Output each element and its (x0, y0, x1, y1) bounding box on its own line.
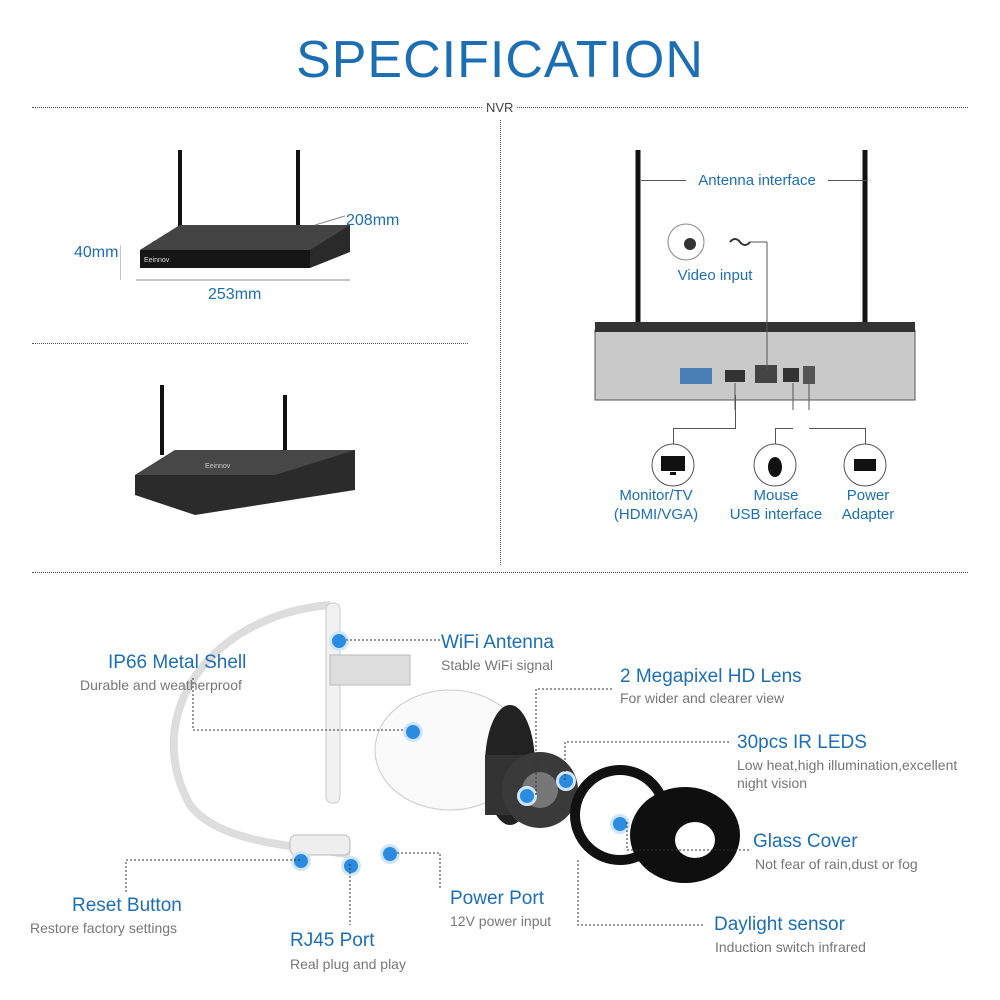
feature-hd-lens-title: 2 Megapixel HD Lens (620, 666, 802, 687)
power-port-marker (380, 844, 400, 864)
feature-power-port-sub: 12V power input (450, 913, 552, 929)
divider-vertical (500, 120, 501, 565)
feature-power-port-title: Power Port (450, 888, 544, 909)
wifi-antenna-marker (329, 631, 349, 651)
glass-cover-marker (610, 814, 630, 834)
dimension-height: 40mm (74, 244, 119, 261)
brand-logo: Eeinnov (144, 257, 170, 264)
feature-wifi-antenna-title: WiFi Antenna (441, 632, 554, 653)
feature-daylight-title: Daylight sensor (714, 914, 845, 935)
feature-metal-shell-sub: Durable and weatherproof (80, 677, 242, 693)
hd-lens-marker (517, 786, 537, 806)
label-mouse: Mouse USB interface (729, 487, 823, 523)
section-label-nvr: NVR (482, 100, 518, 115)
label-power-adapter: Power Adapter (841, 487, 895, 523)
label-antenna-interface: Antenna interface (698, 172, 816, 189)
dimension-width: 253mm (208, 286, 262, 303)
rj45-marker (341, 856, 361, 876)
metal-shell-marker (403, 722, 423, 742)
feature-metal-shell-title: IP66 Metal Shell (108, 652, 247, 673)
divider-left-mid (32, 343, 468, 344)
feature-rj45-sub: Real plug and play (290, 956, 406, 972)
dimension-depth: 208mm (346, 212, 400, 229)
label-video-input: Video input (677, 267, 753, 284)
label-monitor: Monitor/TV (HDMI/VGA) (613, 487, 699, 523)
feature-reset-title: Reset Button (72, 895, 182, 916)
feature-ir-leds-sub2: night vision (737, 775, 808, 791)
nvr-front-image: Eeinnov (120, 150, 350, 281)
feature-reset-sub: Restore factory settings (30, 920, 178, 936)
feature-glass-cover-title: Glass Cover (753, 831, 858, 852)
nvr-angled-image: Eeinnov (135, 385, 355, 515)
feature-wifi-antenna-sub: Stable WiFi signal (441, 657, 554, 673)
video-input-camera-icon (667, 223, 768, 370)
page-title: SPECIFICATION (296, 31, 704, 89)
feature-rj45-title: RJ45 Port (290, 930, 375, 951)
ir-leds-marker (556, 771, 576, 791)
feature-ir-leds-sub1: Low heat,high illumination,excellent (737, 757, 958, 773)
camera-exploded-image (169, 601, 740, 883)
feature-hd-lens-sub: For wider and clearer view (620, 690, 785, 706)
reset-button-marker (291, 851, 311, 871)
feature-glass-cover-sub: Not fear of rain,dust or fog (755, 856, 918, 872)
svg-text:Eeinnov: Eeinnov (205, 463, 231, 470)
divider-bottom (32, 572, 968, 573)
nvr-rear-image (594, 150, 916, 410)
feature-ir-leds-title: 30pcs IR LEDS (737, 732, 867, 753)
feature-daylight-sub: Induction switch infrared (715, 939, 866, 955)
